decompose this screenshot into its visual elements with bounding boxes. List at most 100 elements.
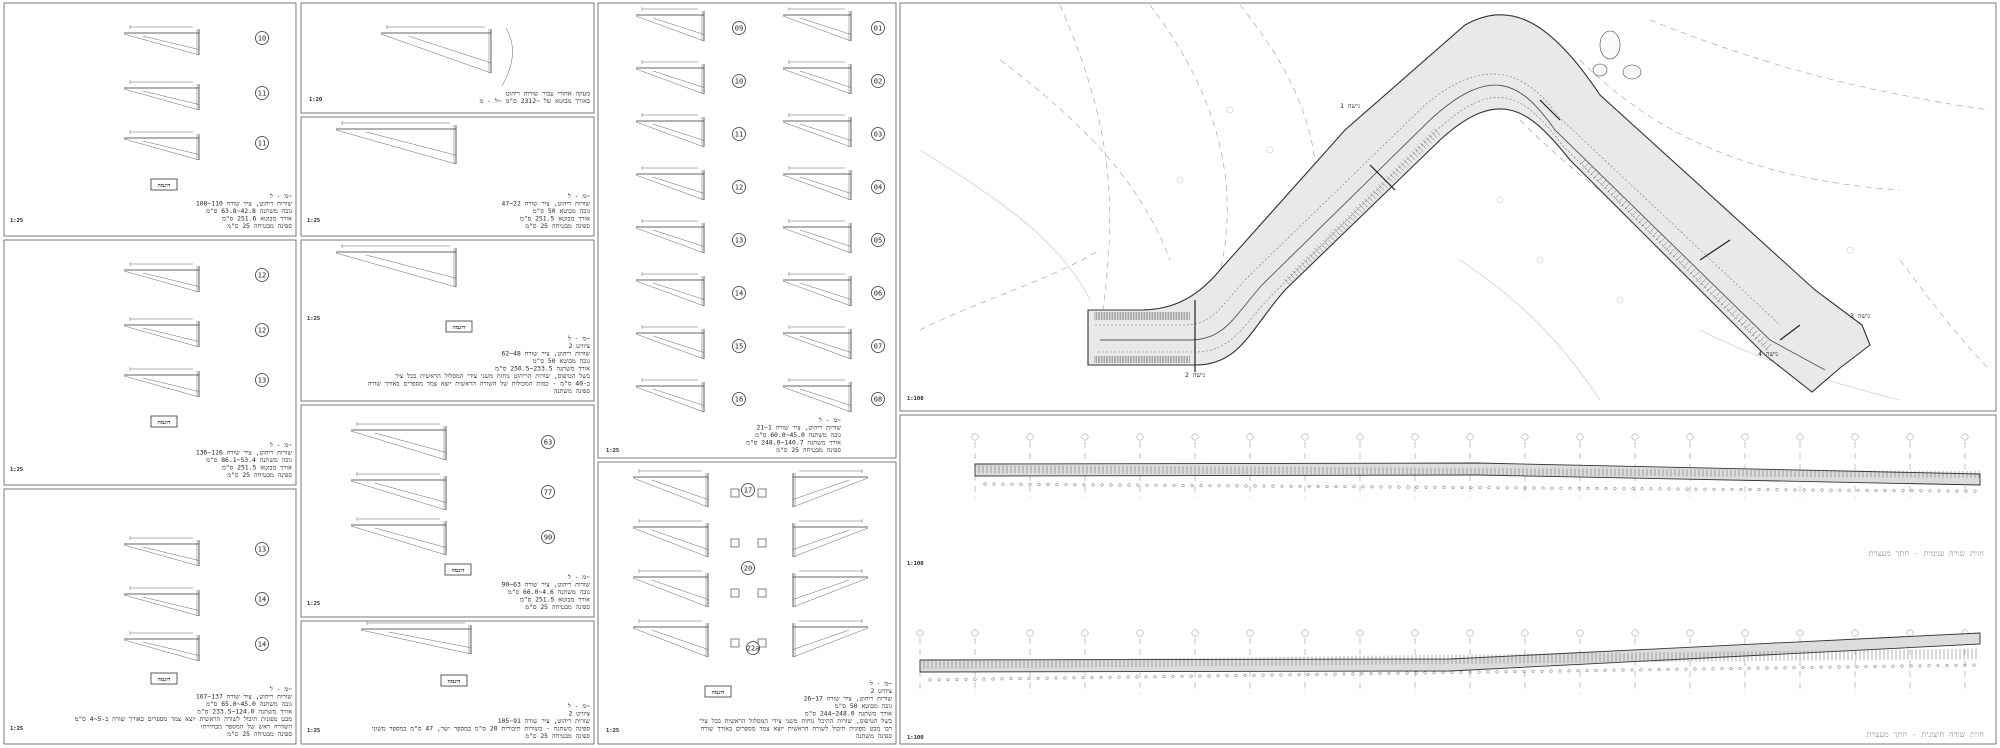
axis-bubble xyxy=(1741,629,1749,637)
scale-label: 1:25 xyxy=(10,218,23,224)
detail-number-label: 13 xyxy=(258,377,266,385)
ground-point xyxy=(1721,487,1725,491)
ground-point xyxy=(1693,667,1697,671)
spec-note-line: ספינה מבטיחה 25 ס"מ xyxy=(227,471,292,479)
spec-note-line: ציוויט 2 xyxy=(870,687,892,695)
detail-number-label: 08 xyxy=(874,396,882,404)
axis-bubble xyxy=(1521,629,1529,637)
ground-point xyxy=(1927,664,1931,668)
panel-frame xyxy=(3,488,297,745)
ground-point xyxy=(1811,488,1815,492)
sample-stamp-label: דוגמה xyxy=(453,325,466,331)
detail-number: 14 xyxy=(255,592,269,606)
detail-number-label: 63 xyxy=(544,439,552,447)
ground-point xyxy=(1225,674,1229,678)
ground-point xyxy=(1460,485,1464,490)
spec-note-line: מ - ל~ xyxy=(269,192,292,200)
detail-number: 12 xyxy=(732,180,746,194)
ground-point xyxy=(1837,665,1841,669)
ground-point xyxy=(1009,677,1013,681)
ground-point xyxy=(1424,485,1428,489)
ground-point xyxy=(982,677,986,681)
ground-point xyxy=(1558,669,1562,673)
axis-bubble xyxy=(1356,629,1364,637)
ground-point xyxy=(1406,485,1410,489)
ground-point xyxy=(1127,483,1131,487)
ground-point xyxy=(1252,673,1256,677)
bracket-detail xyxy=(123,536,200,567)
bracket-detail xyxy=(782,166,852,201)
rail-curve xyxy=(501,27,513,87)
detail-number-label: 77 xyxy=(544,489,552,497)
ground-point xyxy=(1099,675,1103,679)
ground-point xyxy=(1631,487,1635,491)
ground-point xyxy=(1280,484,1284,488)
spec-note-line: גובה משתנה 45.0~65.0 ס"מ xyxy=(206,700,292,708)
ground-point xyxy=(1100,483,1104,487)
spec-note-line: אורך מבוטא 251.6 ס"מ xyxy=(222,215,292,223)
ground-point xyxy=(937,678,941,682)
ground-point xyxy=(1702,667,1706,671)
section-cut xyxy=(1699,239,1731,261)
elevation-frame xyxy=(899,414,1997,745)
axis-bubble xyxy=(1246,433,1254,441)
ground-point xyxy=(1495,670,1499,674)
detail-number: 77 xyxy=(541,485,555,499)
sample-stamp: דוגמה xyxy=(150,178,178,191)
bracket-detail xyxy=(350,517,447,556)
spec-note-line: מבט מפונית תיבול לשורה הראשית יוצא צמד מ… xyxy=(75,715,293,723)
scale-label: 1:25 xyxy=(10,467,23,473)
ground-point xyxy=(1712,487,1716,491)
ground-point xyxy=(1540,669,1544,673)
ground-point xyxy=(928,678,932,682)
sample-stamp-label: דוגמה xyxy=(158,677,171,683)
feature-oval xyxy=(1622,64,1642,80)
detail-number-label: 11 xyxy=(258,140,266,148)
ground-point xyxy=(1261,673,1265,677)
spec-note-line: מ - ל~ xyxy=(567,702,590,710)
ground-point xyxy=(1378,671,1382,676)
ground-point xyxy=(1711,667,1715,671)
spec-note-line: שורות ריהוט, ציר שורה 126~136 xyxy=(196,449,293,457)
sample-stamp-label: דוגמה xyxy=(158,420,171,426)
ground-point xyxy=(1270,673,1274,677)
ground-point xyxy=(1405,671,1409,675)
ground-point xyxy=(1855,665,1859,669)
detail-number: 17 xyxy=(741,483,755,497)
marker-box xyxy=(757,588,767,598)
detail-number-label: 15 xyxy=(735,343,743,351)
axis-bubble xyxy=(971,433,979,441)
ground-point xyxy=(1442,485,1446,489)
sample-stamp-label: דוגמה xyxy=(158,183,171,189)
ground-point xyxy=(1397,485,1401,489)
detail-number: 22a xyxy=(746,641,760,655)
ground-point xyxy=(1955,489,1959,493)
axis-bubble xyxy=(1191,433,1199,441)
ground-point xyxy=(1145,483,1149,487)
ground-point xyxy=(1792,666,1796,670)
ground-point xyxy=(1567,669,1571,673)
marker-box xyxy=(757,488,767,498)
spec-note-line: אורך מבוטא 251.5 ס"מ xyxy=(222,464,292,472)
detail-number-label: 16 xyxy=(735,396,743,404)
ground-point xyxy=(1576,669,1580,673)
detail-number-label: 10 xyxy=(735,78,743,86)
ground-point xyxy=(1882,664,1886,668)
ground-point xyxy=(1756,666,1760,670)
ground-point xyxy=(1369,672,1373,676)
marker-box xyxy=(730,538,740,548)
ground-point xyxy=(1271,484,1275,488)
ground-point xyxy=(1090,676,1094,680)
ground-point xyxy=(1379,485,1383,489)
ground-point xyxy=(1774,666,1778,670)
axis-bubble xyxy=(1906,433,1914,441)
center-aisle xyxy=(1100,84,1826,371)
ground-point xyxy=(1865,488,1869,492)
ground-point xyxy=(1190,484,1194,488)
ground-point xyxy=(1036,676,1040,680)
detail-number: 16 xyxy=(732,392,746,406)
ground-point xyxy=(1154,483,1158,487)
